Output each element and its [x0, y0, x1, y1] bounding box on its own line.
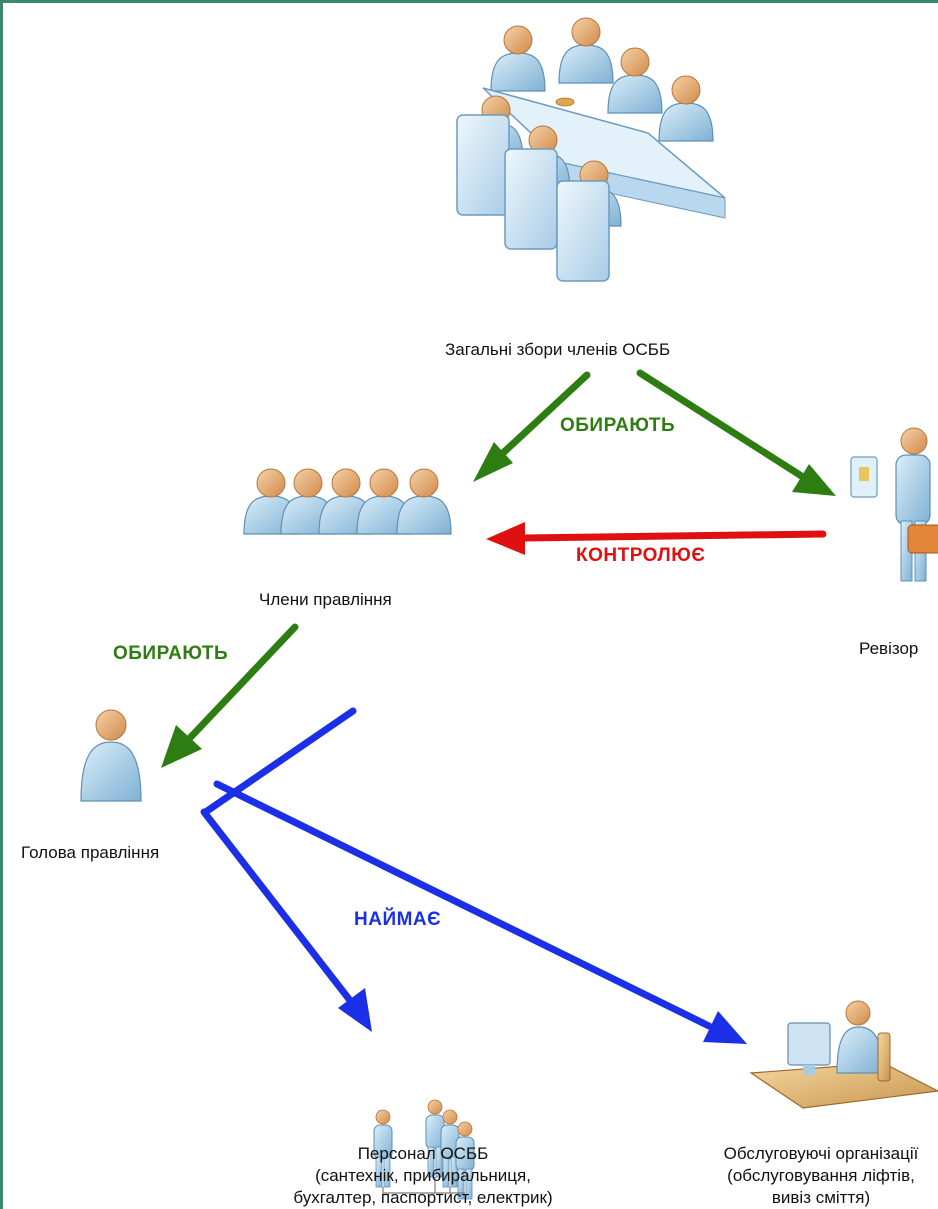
general-meeting-icon [456, 17, 726, 282]
service-label-desc-2: вивіз сміття) [771, 1188, 871, 1207]
edge-label-hires: НАЙМАЄ [354, 909, 442, 930]
service-label-desc-1: (обслуговування ліфтів, [727, 1166, 915, 1185]
arrow-meeting-to-board [473, 371, 591, 482]
staff-label-title: Персонал ОСББ [357, 1144, 489, 1163]
staff-label-roles-1: (сантехнік, прибиральниця, [315, 1166, 531, 1185]
staff-icon [373, 1099, 475, 1200]
service-label-title: Обслуговуючі організації [723, 1144, 919, 1163]
edge-label-controls: КОНТРОЛЮЄ [576, 545, 706, 566]
board-head-icon [80, 709, 142, 802]
board-head-label: Голова правління [21, 843, 160, 862]
arrow-head-to-staff-line [207, 711, 355, 813]
org-structure-diagram [80, 17, 938, 1200]
board-members-label: Члени правління [259, 590, 392, 609]
service-organizations-label: Обслуговуючі організації (обслуговування… [671, 1143, 938, 1209]
service-organizations-icon [749, 1000, 938, 1109]
arrow-board-to-head [161, 623, 299, 768]
arrow-auditor-controls-board [486, 522, 827, 555]
auditor-label: Ревізор [859, 639, 919, 658]
auditor-icon [850, 427, 938, 582]
arrow-meeting-to-auditor [636, 369, 836, 496]
edge-label-elect-head: ОБИРАЮТЬ [113, 643, 229, 664]
general-meeting-label: Загальні збори членів ОСББ [445, 340, 671, 359]
staff-label: Персонал ОСББ (сантехнік, прибиральниця,… [253, 1143, 593, 1209]
edge-label-elect-top: ОБИРАЮТЬ [560, 415, 676, 436]
staff-arrow-layer [3, 3, 938, 1209]
staff-label-roles-2: бухгалтер, паспортист, електрик) [293, 1188, 553, 1207]
